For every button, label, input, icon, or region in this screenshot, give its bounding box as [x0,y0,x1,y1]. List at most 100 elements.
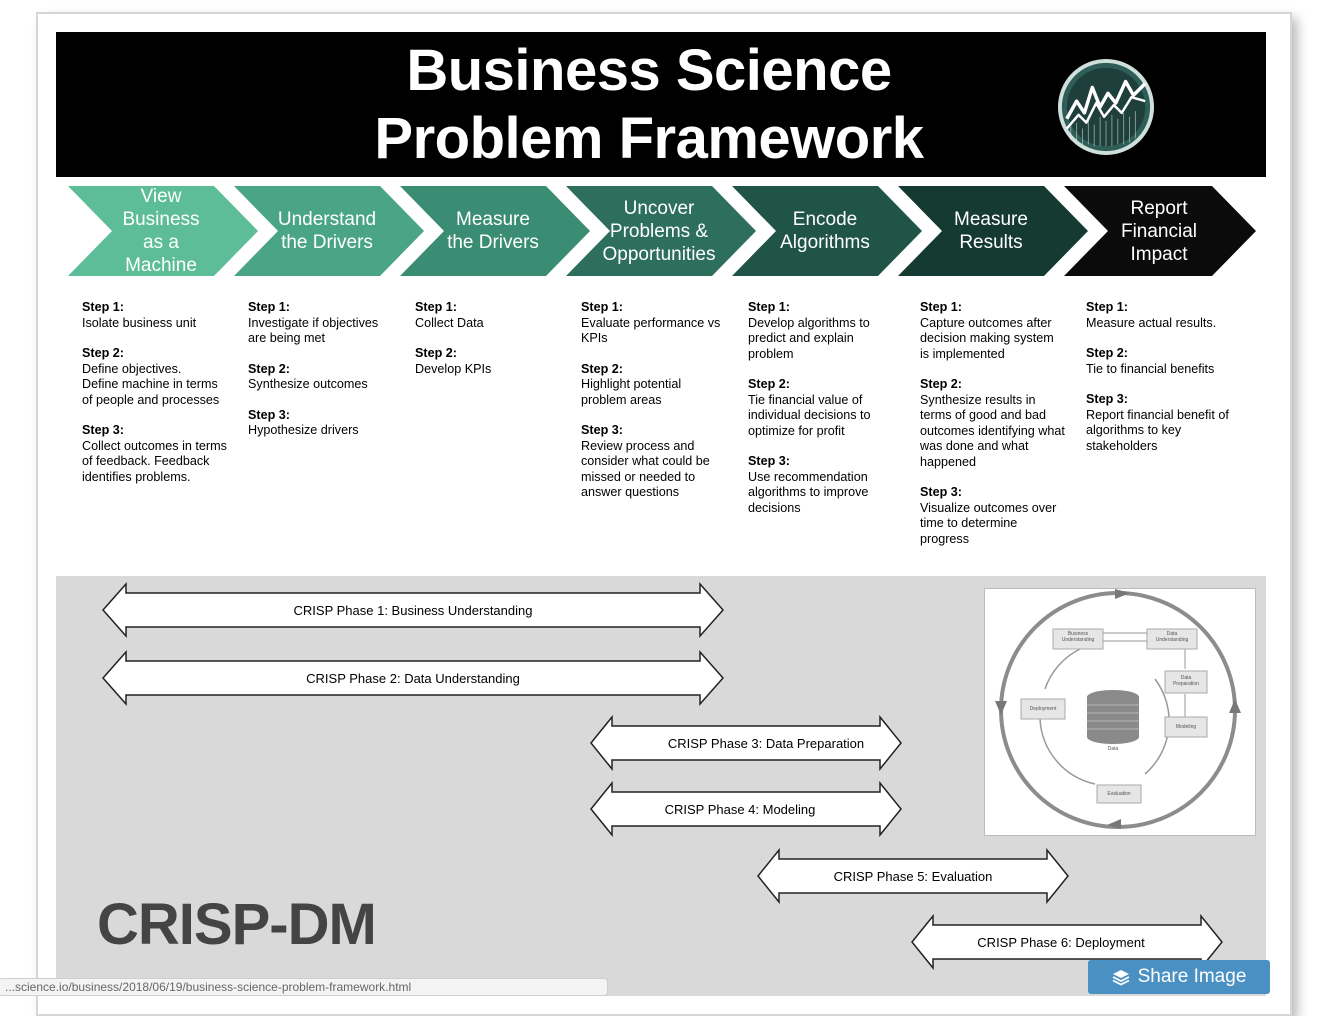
double-arrow-icon [911,914,1223,970]
step-item: Step 2:Synthesize outcomes [248,362,408,393]
crisp-dm-cycle-diagram: Business Understanding Data Understandin… [984,588,1256,836]
step-text: Evaluate performance vs KPIs [581,315,721,346]
step-text: Use recommendation algorithms to improve… [748,469,869,515]
chevron-label: Uncover Problems & Opportunities [602,197,716,265]
crisp-phase-3-arrow: CRISP Phase 3: Data Preparation [590,715,902,771]
cycle-modeling: Modeling [1175,724,1197,730]
step-item: Step 3:Visualize outcomes over time to d… [920,485,1082,547]
steps-column-4: Step 1:Evaluate performance vs KPIs Step… [581,300,741,516]
chevron-report-financial: Report Financial Impact [1064,186,1256,276]
step-text: Develop KPIs [415,361,492,376]
step-heading: Step 1: [82,300,124,314]
step-text: Tie to financial benefits [1086,361,1215,376]
step-item: Step 3:Hypothesize drivers [248,408,408,439]
status-url-bar: ...science.io/business/2018/06/19/busine… [0,978,608,996]
step-item: Step 2:Highlight potential problem areas [581,362,741,409]
double-arrow-icon [757,848,1069,904]
step-heading: Step 2: [920,377,962,391]
phase-label: CRISP Phase 1: Business Understanding [293,602,533,618]
layers-icon [1112,970,1129,986]
crisp-phase-2-arrow: CRISP Phase 2: Data Understanding [102,650,724,706]
chevron-shape [732,186,922,276]
steps-column-1: Step 1:Isolate business unit Step 2:Defi… [82,300,242,500]
chevron-label: Encode Algorithms [780,209,870,253]
crisp-phase-5-arrow: CRISP Phase 5: Evaluation [757,848,1069,904]
phase-label: CRISP Phase 6: Deployment [977,934,1145,950]
step-item: Step 3:Collect outcomes in terms of feed… [82,423,242,485]
phase-label: CRISP Phase 3: Data Preparation [667,735,865,751]
step-heading: Step 2: [248,361,290,376]
chevron-label: Understand the Drivers [277,209,377,253]
cycle-evaluation: Evaluation [1107,791,1131,797]
step-heading: Step 1: [415,300,457,314]
cycle-deployment: Deployment [1029,706,1057,712]
share-image-label: Share Image [1137,966,1247,987]
phase-label: CRISP Phase 4: Modeling [664,801,816,817]
double-arrow-icon [590,715,902,771]
step-text: Isolate business unit [82,315,197,330]
chevron-label: Measure Results [954,209,1028,253]
step-heading: Step 2: [1086,346,1128,360]
step-item: Step 1:Evaluate performance vs KPIs [581,300,741,347]
title-line-1: Business Science [406,38,892,103]
steps-column-5: Step 1:Develop algorithms to predict and… [748,300,908,531]
step-text: Tie financial value of individual decisi… [748,392,871,438]
business-science-logo-icon [1057,58,1155,156]
step-heading: Step 1: [748,300,790,314]
chevron-encode-algorithms: Encode Algorithms [732,186,922,276]
crisp-dm-title: CRISP-DM [97,892,377,957]
steps-column-3: Step 1:Collect Data Step 2:Develop KPIs [415,300,575,392]
step-heading: Step 1: [1086,300,1128,314]
step-heading: Step 3: [248,407,290,422]
step-item: Step 2:Tie financial value of individual… [748,377,908,439]
double-arrow-icon [102,650,724,706]
step-heading: Step 2: [415,346,457,360]
steps-column-6: Step 1:Capture outcomes after decision m… [920,300,1082,562]
step-text: Synthesize outcomes [248,377,368,391]
step-text: Investigate if objectives are being met [248,315,379,346]
chevron-shape [400,186,590,276]
phase-label: CRISP Phase 5: Evaluation [833,868,993,884]
step-text: Highlight potential problem areas [581,377,682,407]
phase-label: CRISP Phase 2: Data Understanding [306,670,520,686]
step-heading: Step 2: [581,361,623,376]
step-heading: Step 1: [248,300,290,314]
share-image-button[interactable]: Share Image [1088,960,1270,994]
step-text: Hypothesize drivers [248,423,359,437]
cycle-data-understanding: Data Understanding [1155,631,1189,643]
steps-column-7: Step 1:Measure actual results. Step 2:Ti… [1086,300,1252,469]
chevron-measure-drivers: Measure the Drivers [400,186,590,276]
step-text: Define objectives. Define machine in ter… [82,361,220,407]
title-line-2: Problem Framework [374,106,924,171]
step-heading: Step 2: [82,346,124,360]
title-banner: Business Science Problem Framework [56,32,1266,177]
step-text: Collect Data [415,315,484,330]
step-heading: Step 1: [920,300,962,314]
step-text: Develop algorithms to predict and explai… [748,315,870,361]
cycle-data: Data [1107,746,1119,752]
step-text: Capture outcomes after decision making s… [920,315,1054,361]
step-heading: Step 3: [748,454,790,468]
double-arrow-icon [102,582,724,638]
crisp-phase-4-arrow: CRISP Phase 4: Modeling [590,781,902,837]
step-item: Step 2:Tie to financial benefits [1086,346,1252,377]
chevron-label: Measure the Drivers [447,209,539,253]
crisp-phase-1-arrow: CRISP Phase 1: Business Understanding [102,582,724,638]
step-heading: Step 1: [581,300,623,314]
step-item: Step 1:Measure actual results. [1086,300,1252,331]
chevron-label: Report Financial Impact [1120,197,1198,265]
step-item: Step 2:Synthesize results in terms of go… [920,377,1082,470]
step-text: Collect outcomes in terms of feedback. F… [82,438,227,484]
step-item: Step 1:Isolate business unit [82,300,242,331]
steps-column-2: Step 1:Investigate if objectives are bei… [248,300,408,454]
crisp-phase-6-arrow: CRISP Phase 6: Deployment [911,914,1223,970]
cycle-business-understanding: Business Understanding [1061,631,1095,643]
step-text: Review process and consider what could b… [581,438,710,500]
step-item: Step 1:Develop algorithms to predict and… [748,300,908,362]
chevron-shape [68,186,258,276]
chevron-understand-drivers: Understand the Drivers [234,186,424,276]
chevron-label: View Business as a Machine [122,186,200,276]
chevron-shape [898,186,1088,276]
chevron-uncover-problems: Uncover Problems & Opportunities [566,186,756,276]
step-heading: Step 3: [1086,392,1128,406]
